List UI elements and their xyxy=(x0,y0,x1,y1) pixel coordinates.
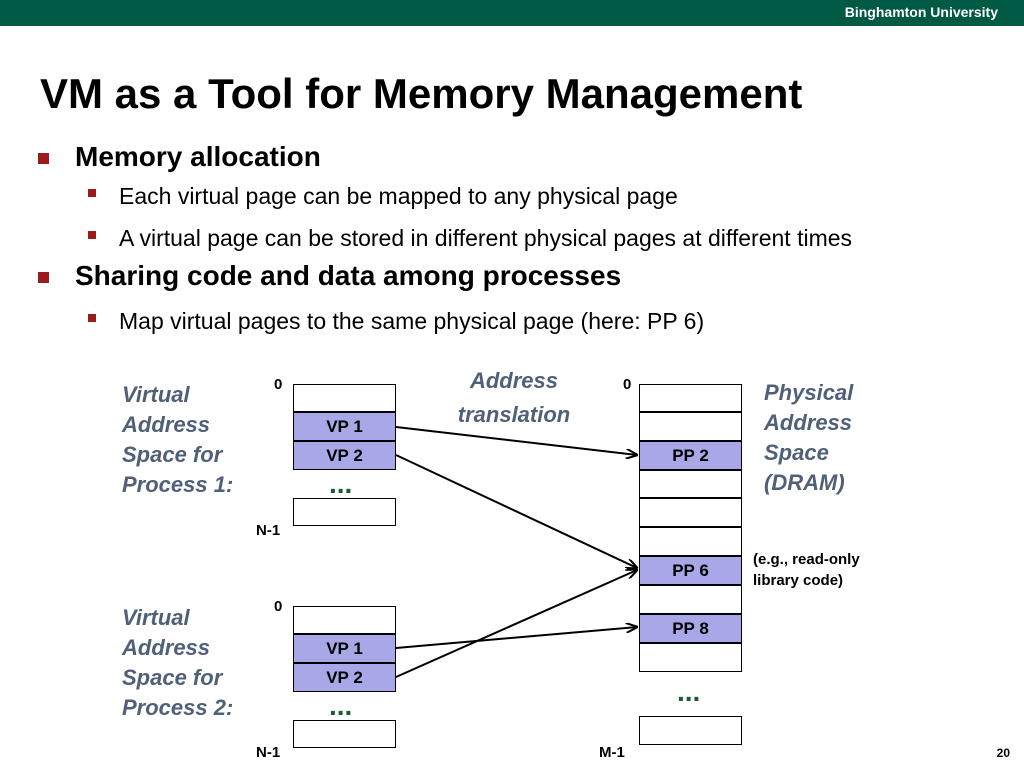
note-line: (e.g., read-only xyxy=(753,551,860,568)
arrow-p2vp2-to-pp6 xyxy=(395,570,637,678)
label-line: Address xyxy=(122,635,211,660)
phys-page xyxy=(639,412,742,441)
label-line: Address xyxy=(469,368,559,393)
p1-vp1: VP 1 xyxy=(293,412,396,441)
slide-title: VM as a Tool for Memory Management xyxy=(40,70,803,117)
phys-page xyxy=(639,527,742,556)
phys-page xyxy=(639,643,742,672)
label-line: Process 2: xyxy=(122,695,234,720)
arrow-p1vp2-to-pp6 xyxy=(395,454,637,568)
label-line: Address xyxy=(122,412,211,437)
square-bullet-icon xyxy=(88,189,96,197)
phys-pp2: PP 2 xyxy=(639,441,742,470)
label-line: Virtual xyxy=(122,605,190,630)
label-line: Space xyxy=(764,440,829,465)
sub-bullet-text: A virtual page can be stored in differen… xyxy=(119,225,853,251)
square-bullet-icon xyxy=(88,314,96,322)
label-line: Physical xyxy=(764,380,854,405)
p1-page-empty xyxy=(293,384,396,412)
p1-top-index: 0 xyxy=(274,376,283,393)
p1-page-last xyxy=(293,498,396,526)
note-line: library code) xyxy=(753,572,844,589)
sub-bullet-text: Map virtual pages to the same physical p… xyxy=(119,308,705,334)
phys-pp6: PP 6 xyxy=(639,556,742,585)
p2-bottom-index: N-1 xyxy=(256,744,281,761)
p2-ellipsis: ... xyxy=(329,690,353,721)
label-line: Process 1: xyxy=(122,472,234,497)
page-number: 20 xyxy=(996,746,1010,760)
label-line: Space for xyxy=(122,665,223,690)
p2-page-empty xyxy=(293,606,396,634)
phys-pp8: PP 8 xyxy=(639,614,742,643)
arrow-p1vp1-to-pp2 xyxy=(395,426,637,455)
p2-page-last xyxy=(293,720,396,748)
square-bullet-icon xyxy=(88,231,96,239)
sub-bullet-text: Each virtual page can be mapped to any p… xyxy=(119,183,678,209)
phys-page xyxy=(639,384,742,412)
arrow-p2vp1-to-pp8 xyxy=(395,627,637,649)
bullet-text: Memory allocation xyxy=(75,141,321,172)
bullet-text: Sharing code and data among processes xyxy=(75,260,622,291)
header-bar: Binghamton University xyxy=(0,0,1024,26)
phys-bottom-index: M-1 xyxy=(599,744,625,761)
process2-label: Virtual Address Space for Process 2: xyxy=(122,603,233,723)
process1-label: Virtual Address Space for Process 1: xyxy=(122,380,233,500)
phys-page xyxy=(639,498,742,527)
square-bullet-icon xyxy=(38,153,49,164)
label-line: Space for xyxy=(122,442,223,467)
p2-vp1: VP 1 xyxy=(293,634,396,663)
p1-bottom-index: N-1 xyxy=(256,522,281,539)
p2-top-index: 0 xyxy=(274,598,283,615)
p1-vp2: VP 2 xyxy=(293,441,396,470)
phys-page-last xyxy=(639,716,742,745)
university-name: Binghamton University xyxy=(844,4,998,20)
label-line: translation xyxy=(457,402,571,427)
phys-page xyxy=(639,585,742,614)
square-bullet-icon xyxy=(38,272,49,283)
physical-label: Physical Address Space (DRAM) xyxy=(764,378,853,498)
address-translation-label: Address translation xyxy=(448,364,580,432)
label-line: Address xyxy=(764,410,853,435)
label-line: (DRAM) xyxy=(764,470,845,495)
phys-page xyxy=(639,470,742,498)
p1-ellipsis: ... xyxy=(329,468,353,499)
phys-top-index: 0 xyxy=(623,376,632,393)
p2-vp2: VP 2 xyxy=(293,663,396,692)
pp6-note: (e.g., read-only library code) xyxy=(753,549,860,591)
label-line: Virtual xyxy=(122,382,190,407)
phys-ellipsis: ... xyxy=(677,676,701,707)
